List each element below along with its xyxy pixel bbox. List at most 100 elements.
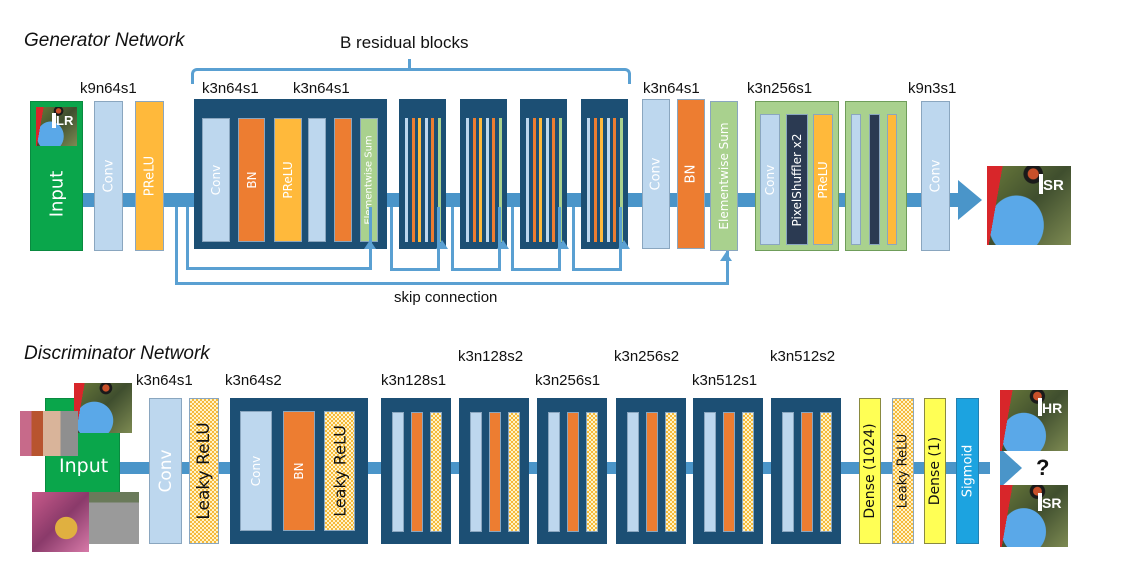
layer-label: Leaky ReLU: [194, 422, 214, 520]
layer-label: PReLU: [816, 160, 830, 199]
disc-block-bn: [489, 412, 501, 532]
disc-block-leaky: [586, 412, 598, 532]
residual-stripe: [405, 118, 408, 242]
discriminator-title: Discriminator Network: [24, 343, 210, 364]
disc-block-conv: Conv: [240, 411, 272, 531]
residual-stripe: [593, 118, 597, 242]
residual-stripe: [472, 118, 476, 242]
dense-leaky-relu: Leaky ReLU: [892, 398, 914, 544]
lr-image-label: LR: [52, 113, 73, 128]
layer-label: Dense (1024): [862, 423, 878, 519]
input-image-boat: [89, 492, 139, 544]
residual-stripe: [587, 118, 590, 242]
disc-block-conv: [782, 412, 794, 532]
sr-image-label: SR: [1039, 174, 1064, 194]
res-conv-2: [308, 118, 326, 242]
sigmoid: Sigmoid: [956, 398, 979, 544]
residual-stripe: [492, 118, 495, 242]
res-skip-wire-1: [186, 207, 372, 270]
residual-stripe: [437, 118, 441, 242]
layer-label: Conv: [763, 164, 777, 195]
residual-stripe: [558, 118, 562, 242]
residual-stripe: [479, 118, 482, 242]
sr-sup-text: SR: [1043, 177, 1064, 194]
disc-block-conv: [704, 412, 716, 532]
residual-stripe: [600, 118, 603, 242]
disc-block-conv: [627, 412, 639, 532]
disc-kernel-label: k3n128s1: [381, 372, 447, 389]
disc-block-conv: [548, 412, 560, 532]
layer-label: Conv: [648, 157, 664, 191]
disc-kernel-label: k3n64s2: [225, 372, 282, 389]
upsample-prelu: PReLU: [813, 114, 833, 245]
res-prelu: PReLU: [274, 118, 302, 242]
disc-block-bn: BN: [283, 411, 315, 531]
input-image-butterfly: [32, 492, 89, 552]
residual-blocks-brace: [191, 68, 631, 84]
disc-block-bn: [646, 412, 658, 532]
disc-block-leaky: [820, 412, 832, 532]
residual-stripe: [498, 118, 502, 242]
disc-block-bn: [411, 412, 423, 532]
hr-sup-text: HR: [1042, 400, 1063, 416]
lr-sup-text: LR: [56, 113, 74, 128]
disc-block-leaky: [508, 412, 520, 532]
generator-conv-post: Conv: [642, 99, 670, 249]
sr-output-image: SR: [987, 166, 1071, 245]
sr-disc-image-label: SR: [1038, 493, 1061, 511]
input-image-portrait: [20, 411, 78, 456]
kernel-label-upsample: k3n256s1: [747, 80, 813, 97]
layer-label: Dense (1): [927, 436, 943, 506]
generator-bn-post: BN: [677, 99, 705, 249]
pixelshuffler: PixelShuffler x2: [786, 114, 808, 245]
disc-block-leaky: [430, 412, 442, 532]
layer-label: Conv: [928, 159, 943, 193]
disc-kernel-label: k3n256s2: [614, 348, 680, 365]
generator-input-label: Input: [46, 170, 67, 218]
disc-block-bn: [723, 412, 735, 532]
kernel-label-post-res-conv: k3n64s1: [643, 80, 700, 97]
layer-label: Leaky ReLU: [895, 433, 911, 509]
residual-stripe: [619, 118, 623, 242]
generator-prelu-first: PReLU: [135, 101, 164, 251]
disc-kernel-label: k3n64s1: [136, 372, 193, 389]
res-skip-wire-2: [390, 207, 440, 271]
res-skip-wire-3: [451, 207, 501, 271]
layer-label: Leaky ReLU: [330, 425, 349, 517]
sr-image: SR: [1000, 485, 1068, 547]
disc-block-bn: [801, 412, 813, 532]
generator-title: Generator Network: [24, 30, 185, 51]
residual-stripe: [411, 118, 415, 242]
layer-label: BN: [292, 462, 306, 480]
layer-label: PReLU: [281, 161, 295, 199]
skip-arrow-head: [618, 240, 630, 249]
disc-kernel-label: k3n512s2: [770, 348, 836, 365]
upsample2-pixelshuffler: [869, 114, 880, 245]
generator-conv-final: Conv: [921, 101, 950, 251]
real-fake-question: ?: [1036, 455, 1050, 480]
sr-disc-sup-text: SR: [1042, 495, 1062, 511]
kernel-label-first-conv: k9n64s1: [80, 80, 137, 97]
hr-image: HR: [1000, 390, 1068, 451]
discriminator-output-arrow: [1000, 448, 1022, 488]
res-bn-1: BN: [238, 118, 265, 242]
layer-label: Conv: [249, 455, 263, 487]
residual-stripe: [552, 118, 555, 242]
layer-label: Conv: [209, 164, 223, 196]
residual-stripe: [539, 118, 542, 242]
skip-arrow-head: [497, 240, 509, 249]
upsample2-prelu: [887, 114, 897, 245]
residual-blocks-label: B residual blocks: [340, 33, 469, 52]
dense-1: Dense (1): [924, 398, 946, 544]
discriminator-input-label: Input: [59, 455, 109, 477]
res-bn-2: [334, 118, 352, 242]
disc-block-conv: [392, 412, 404, 532]
layer-label: BN: [244, 171, 259, 189]
residual-stripe: [526, 118, 529, 242]
generator-elementwise-sum: Elementwise Sum: [710, 101, 738, 251]
layer-label: Conv: [155, 449, 176, 493]
layer-label: Sigmoid: [960, 444, 975, 498]
layer-label: Elementwise Sum: [717, 122, 731, 230]
disc-kernel-label: k3n512s1: [692, 372, 758, 389]
disc-block-leaky: [742, 412, 754, 532]
